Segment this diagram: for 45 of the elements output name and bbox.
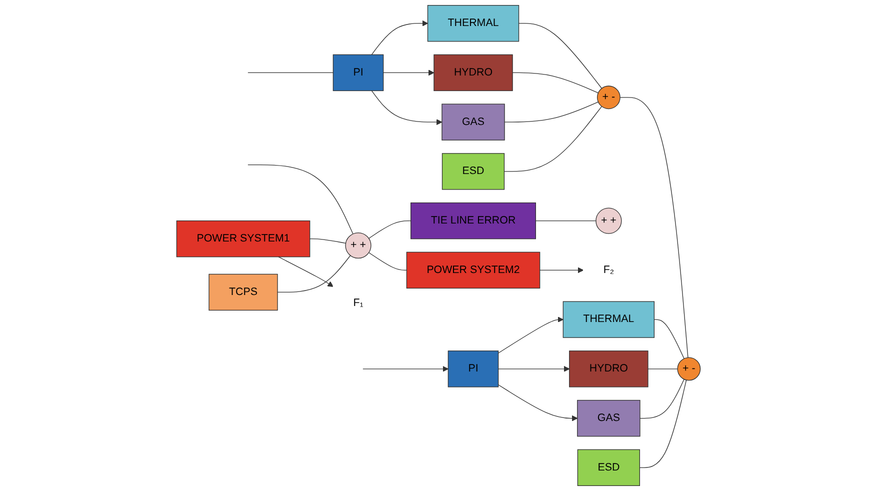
connector xyxy=(648,368,678,370)
node-circle: + + xyxy=(345,232,372,259)
connector xyxy=(512,72,599,94)
node-box: HYDRO xyxy=(569,350,648,388)
connector xyxy=(248,164,354,234)
node-box: THERMAL xyxy=(562,301,655,338)
connector xyxy=(248,72,334,74)
arrow xyxy=(539,267,584,274)
node-circle: + - xyxy=(596,86,620,110)
connector xyxy=(368,220,412,239)
node-box: TCPS xyxy=(208,274,278,311)
connector xyxy=(640,378,684,419)
node-text: F₂ xyxy=(603,264,614,276)
node-box: PI xyxy=(332,54,384,92)
connector xyxy=(368,252,407,271)
arrow xyxy=(498,366,570,372)
node-box: GAS xyxy=(442,104,505,140)
node-box: PI xyxy=(448,350,499,388)
connector xyxy=(535,220,596,222)
connector xyxy=(620,97,688,358)
connector xyxy=(504,106,602,172)
node-box: THERMAL xyxy=(427,5,520,42)
connector xyxy=(518,23,602,89)
node-box: HYDRO xyxy=(434,54,513,92)
connector xyxy=(310,238,346,244)
arrow xyxy=(362,366,448,372)
connector xyxy=(654,319,684,359)
arrow xyxy=(371,20,428,56)
connector xyxy=(277,255,351,293)
arrow xyxy=(371,90,442,126)
node-circle: + + xyxy=(596,208,622,234)
arrow xyxy=(278,256,334,287)
node-circle: + - xyxy=(677,357,701,381)
node-box: TIE LINE ERROR xyxy=(410,202,536,240)
arrow xyxy=(382,70,434,76)
node-box: GAS xyxy=(577,400,640,437)
connector xyxy=(504,102,599,122)
node-box: ESD xyxy=(577,449,640,486)
node-box: ESD xyxy=(442,153,505,190)
node-box: POWER SYSTEM2 xyxy=(406,252,540,289)
arrow xyxy=(498,316,564,354)
connector xyxy=(639,380,687,468)
node-box: POWER SYSTEM1 xyxy=(176,220,310,258)
arrow xyxy=(498,384,578,422)
node-text: F₁ xyxy=(353,298,364,309)
